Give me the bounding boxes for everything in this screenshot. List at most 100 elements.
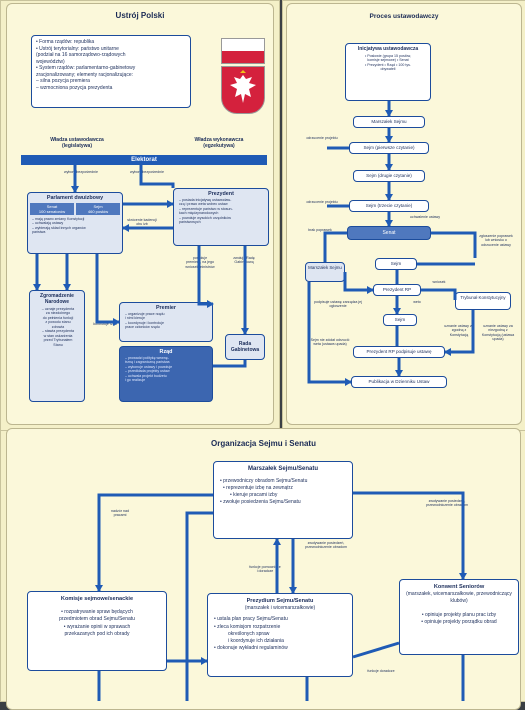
proces-panel: Proces ustawodawczy Inicjatywa ustawodaw…: [286, 3, 522, 425]
brak-poprawek-label: brak poprawek: [308, 228, 332, 232]
komisje-item: • wyrażanie opinii w sprawach: [63, 623, 131, 630]
rada-title: Rada Gabinetowa: [230, 341, 260, 353]
executive-header: Władza wykonawcza (egzekutywa): [179, 137, 259, 150]
rzad-box: Rząd – prowadzi politykę wewnę- trzną i …: [119, 346, 213, 402]
konwent-sub: (marszałek, wicemarszałkowie, przewodnic…: [406, 591, 512, 605]
parlament-item: – uchwalają ustawy: [32, 221, 64, 226]
uznanie-niezgodnej-label: uznanie ustawy za niezgodną z Konstytucj…: [481, 324, 515, 342]
komisje-item: przekazanych pod ich obrady: [64, 630, 130, 637]
inicjatywa-line: • Prezydent • Rząd • 100 tys.: [365, 62, 411, 67]
sejm-chip: Sejm 460 posłów: [76, 203, 120, 215]
konwent-box: Konwent Seniorów (marszałek, wicemarszał…: [399, 579, 519, 655]
zgromadzenie-box: Zgromadzenie Narodowe – uznaje prezydent…: [29, 290, 85, 402]
funkcje-label-1: funkcje pomocnicze i doradcze: [249, 565, 281, 574]
zgromadzenie-item: w stan oskarżenia: [43, 333, 73, 338]
marszalek-title: Marszałek Sejmu/Senatu: [247, 466, 319, 472]
organizacja-arrows: [95, 491, 467, 701]
wybory-label-2: wybory bezpośrednie: [130, 170, 164, 174]
ustroj-info-line: województw): [36, 58, 65, 65]
zgromadzenie-item: za niezdolnego: [45, 311, 71, 316]
inicjatywa-line: komisje sejmowe) • Senat: [367, 58, 409, 63]
komisje-item: • rozpatrywanie spraw będących: [61, 609, 133, 616]
odrzucenie-label-1: odrzucenie projektu: [306, 136, 338, 140]
komisje-box: Komisje sejmowe/senackie • rozpatrywanie…: [27, 591, 167, 671]
polish-emblem: [221, 66, 265, 114]
prezydium-sub: (marszałek i wicemarszałkowie): [244, 605, 316, 612]
trybunal-box: Trybunał Konstytucyjny: [455, 292, 511, 310]
prezydium-item: • ustala plan pracy Sejmu/Senatu: [214, 616, 288, 623]
marszalek-item: • reprezentuje izbę na zewnątrz: [223, 484, 293, 491]
zgromadzenie-item: – uznaje prezydenta: [41, 307, 75, 311]
ustroj-info-line: – silna pozycja premiera: [36, 78, 90, 84]
inicjatywa-box: Inicjatywa ustawodawcza • Posłowie (grup…: [345, 43, 431, 101]
rzad-list: – prowadzi politykę wewnę- trzną i zagra…: [123, 356, 209, 383]
prezydent-item: – powołuje wysokich urzędników: [179, 215, 231, 220]
rzad-item: i go realizuje: [125, 378, 146, 383]
komisje-title: Komisje sejmowe/senackie: [60, 596, 134, 602]
marszalek-box: Marszałek Sejmu/Senatu • przewodniczy ob…: [213, 461, 353, 539]
marszalek-item: • przewodniczy obradom Sejmu/Senatu: [220, 477, 308, 484]
funkcje-label-2: funkcje doradcze: [367, 669, 395, 673]
senat-label: Senat: [382, 230, 396, 236]
kontroluje-label: kontroluje rząd: [93, 322, 117, 326]
prezydium-item: i koordynuje ich działania: [228, 638, 284, 645]
ustroj-title: Ustrój Polski: [115, 11, 165, 20]
parlament-list: – mają prawo zmiany Konstytucji – uchwal…: [30, 217, 120, 235]
rzad-item: – prowadzi politykę wewnę-: [125, 356, 169, 360]
organizacja-title: Organizacja Sejmu i Senatu: [211, 439, 316, 448]
prezydium-title: Prezydium Sejmu/Senatu: [246, 598, 314, 604]
premier-item: i nimi kieruje: [125, 316, 145, 321]
konwent-item: • opiniuje projekty planu prac izby: [421, 611, 497, 618]
prezydium-item: • zleca komisjom rozpatrzenie: [214, 623, 281, 630]
rzad-item: – przedkłada projekty ustaw: [125, 369, 170, 374]
prezydent-item: kach międzynarodowych: [179, 211, 219, 216]
wniosek-label: wniosek: [432, 280, 446, 284]
trybunal-label: Trybunał Konstytucyjny: [460, 295, 506, 300]
premier-item: prace członków rządu: [125, 325, 160, 330]
legislative-sub-text: (legislatywa): [61, 142, 92, 149]
ustroj-info-line: • Ustrój terytorialny: państwo unitarne: [36, 45, 119, 52]
nadzor-label: nadzór nad pracami: [111, 509, 129, 518]
konwent-title: Konwent Seniorów: [433, 584, 485, 590]
premier-item: – organizuje prace rządu: [125, 312, 165, 316]
sejm-label: Sejm: [93, 204, 103, 209]
proces-arrows: [307, 101, 477, 386]
ustroj-info-line: • System rządów: parlamentarno-gabinetow…: [36, 65, 136, 71]
ustroj-info-line: • Forma rządów: republika: [36, 39, 95, 45]
ustroj-info-line: (podział na 16 samorządowo-rządowych: [36, 52, 126, 58]
sejm-c-box: Sejm: [383, 314, 417, 326]
senat-chip: Senat 100 senatorów: [30, 203, 74, 215]
ustroj-info-line: – wzmocniona pozycja prezydenta: [36, 84, 113, 91]
rzad-title: Rząd: [159, 349, 173, 355]
konwent-item: • opiniuje projekty porządku obrad: [421, 618, 497, 625]
prezydent-item: – reprezentuje państwo w stosun-: [179, 206, 233, 211]
zgromadzenie-item: do pełnienia funkcji: [42, 315, 74, 320]
sejm-count: 460 posłów: [87, 209, 109, 214]
prezydium-box: Prezydium Sejmu/Senatu (marszałek i wice…: [207, 593, 353, 677]
elektorat-bar: Elektorat: [21, 155, 267, 165]
skrocenie-label: skrócenie kadencji obu izb: [127, 218, 157, 227]
zgromadzenie-item: Stanu: [53, 342, 63, 347]
prezydent-item: – posiada inicjatywę ustawodaw-: [179, 198, 232, 202]
odrzucenie-label-2: odrzucenie projektu: [306, 200, 338, 204]
ustroj-arrows: [33, 165, 249, 368]
rzad-item: – uchwala projekt budżetu: [125, 373, 167, 378]
zgromadzenie-list: – uznaje prezydenta za niezdolnego do pe…: [32, 307, 82, 347]
premier-list: – organizuje prace rządu i nimi kieruje …: [123, 312, 209, 330]
zgromadzenie-item: – stawia prezydenta: [42, 329, 74, 334]
legislative-header: Władza ustawodawcza (legislatywa): [37, 137, 117, 150]
uznanie-zgodnej-label: uznanie ustawy za zgodną z Konstytucją: [444, 324, 474, 337]
parlament-item: – mają prawo zmiany Konstytucji: [32, 217, 85, 221]
wybory-label-1: wybory bezpośrednie: [64, 170, 98, 174]
sejm-nie-zdolal-label: Sejm nie zdołał odrzucić weta (ustawa up…: [310, 338, 350, 347]
rzad-item: – wykonuje ustawy i powołuje: [125, 364, 173, 369]
zgromadzenie-title: Zgromadzenie Narodowe: [40, 293, 74, 305]
marszalek-item: • zwołuje posiedzenia Sejmu/Senatu: [220, 499, 301, 506]
zgromadzenie-item: przed Trybunałem: [43, 338, 73, 343]
parlament-item: państwa: [32, 230, 46, 235]
polish-flag: [221, 38, 265, 64]
prezydium-item: • dokonuje wykładni regulaminów: [214, 645, 288, 652]
prezydent-box: Prezydent – posiada inicjatywę ustawodaw…: [173, 188, 269, 246]
parlament-title: Parlament dwuizbowy: [46, 195, 104, 201]
prezydium-item: określonych spraw: [228, 630, 270, 637]
